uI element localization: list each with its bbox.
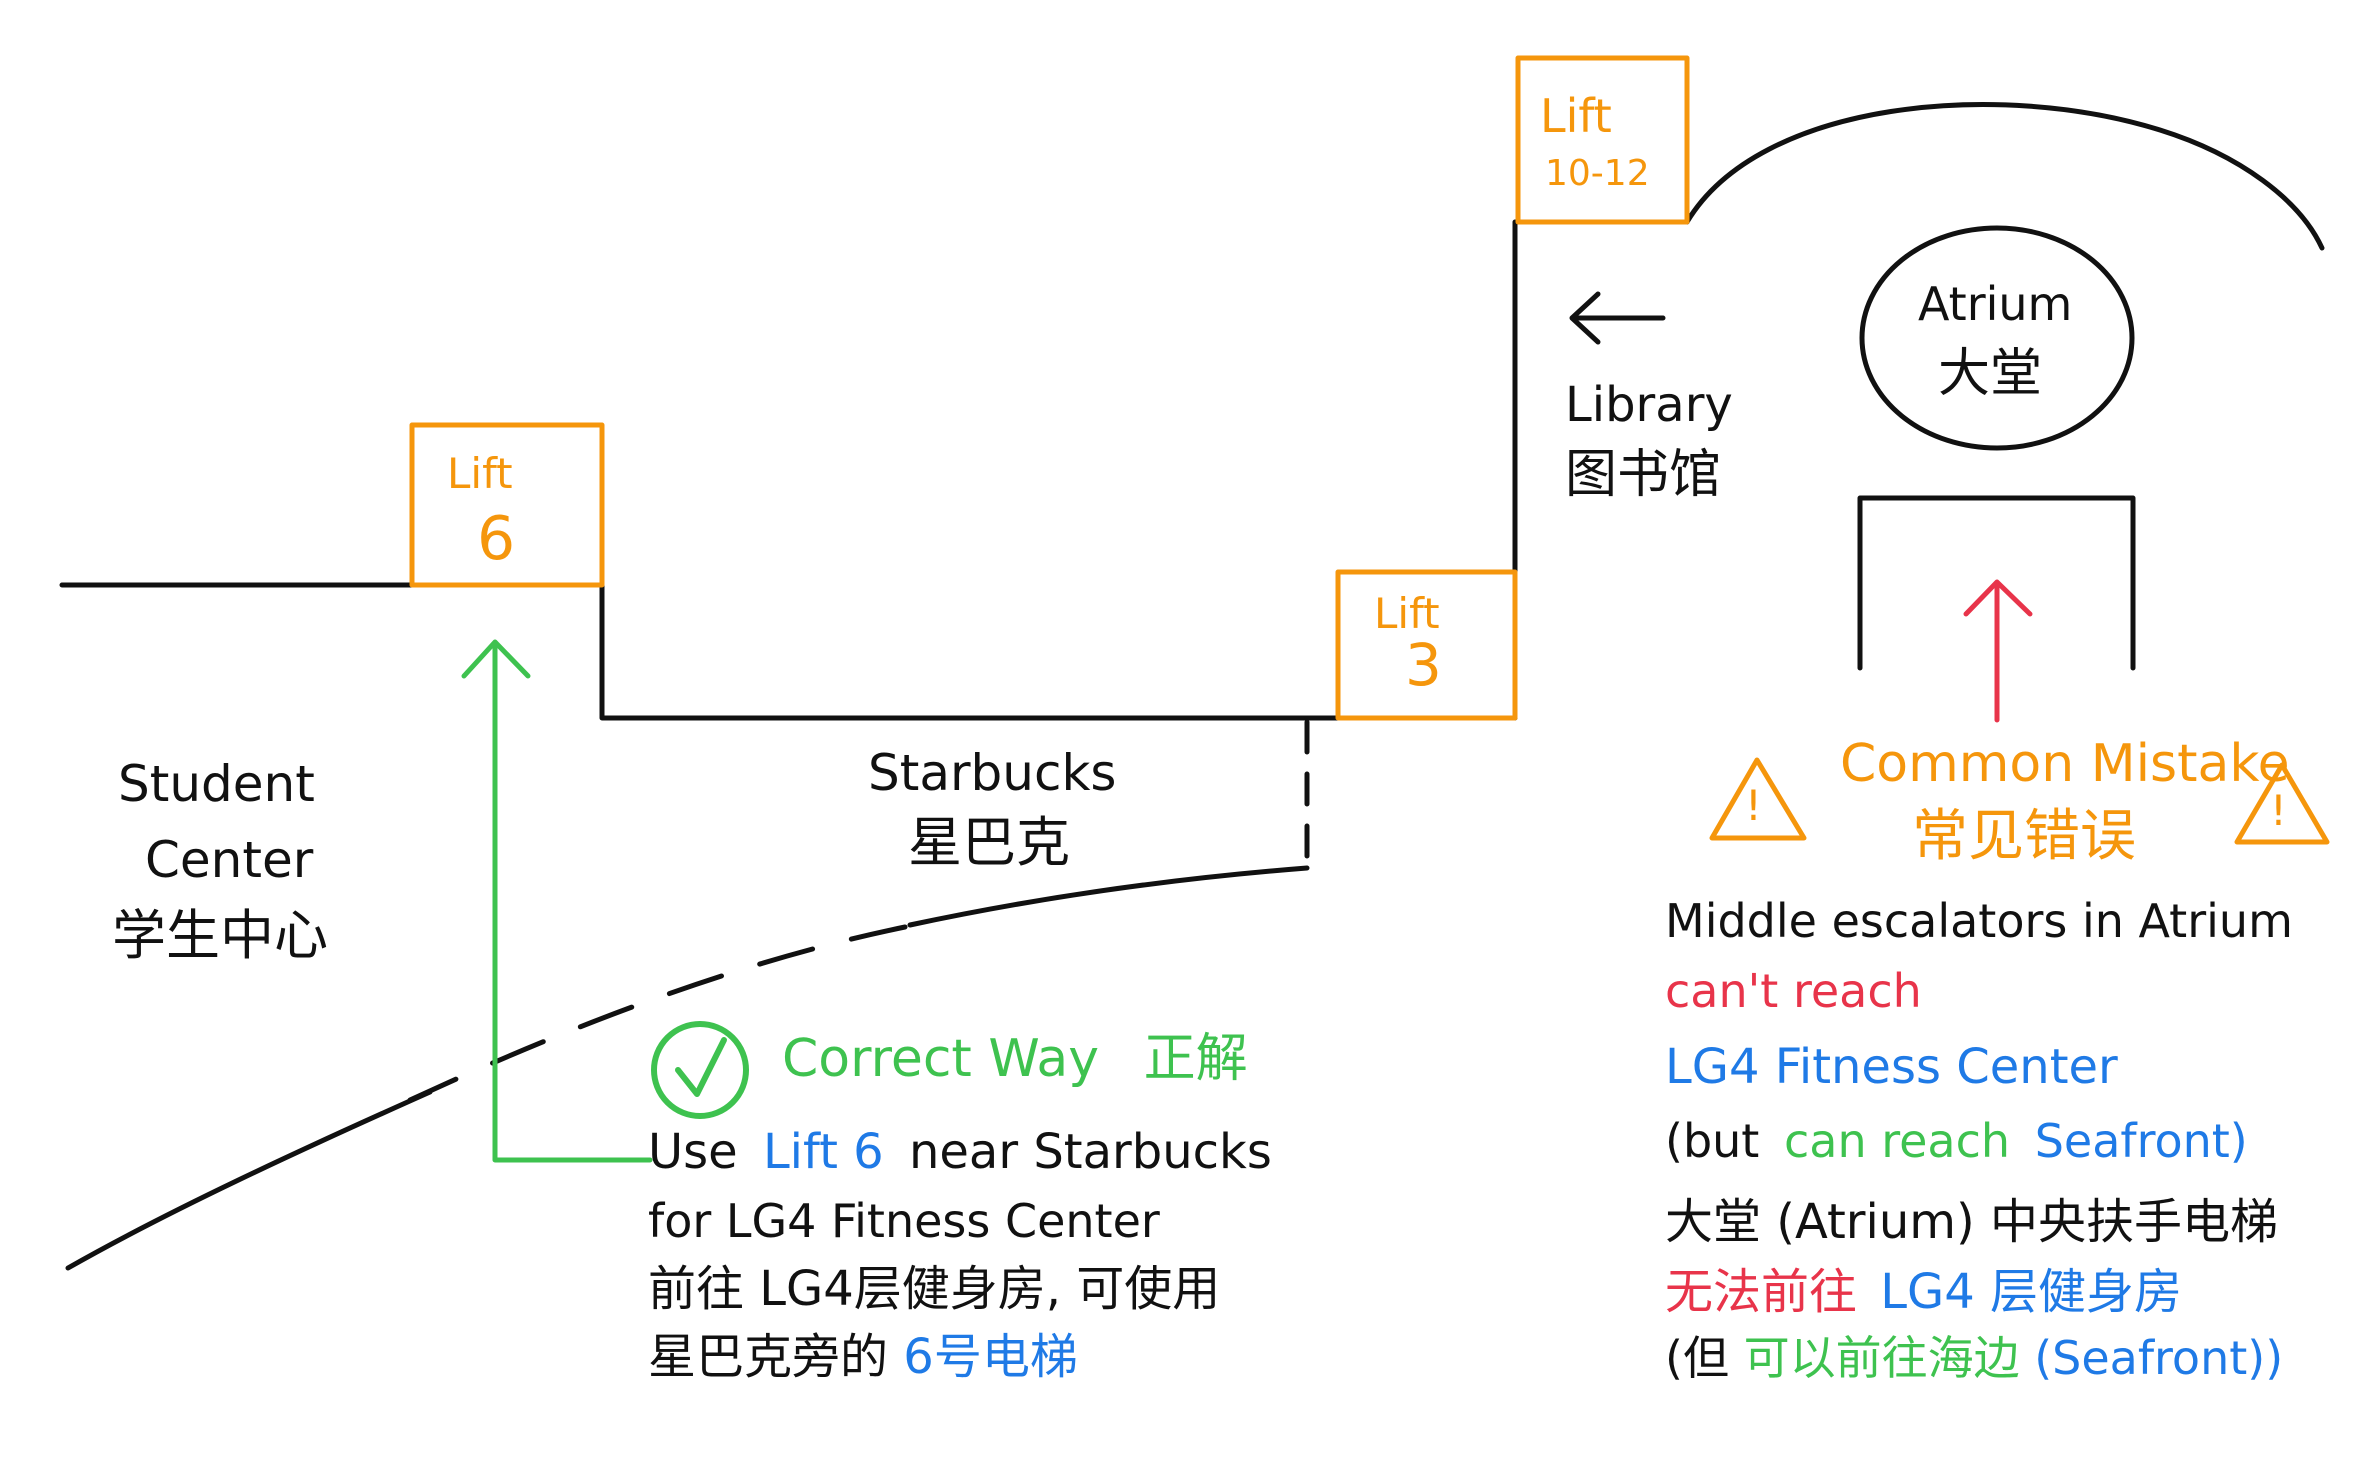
correct-line4-lift6: 6号电梯 [903, 1329, 1078, 1385]
correct-way-line1: Use Lift 6 near Starbucks [648, 1124, 1272, 1180]
mistake-route-arrow-icon [1963, 579, 2033, 723]
warning-right-glyph: ! [2270, 786, 2287, 835]
correct-way-line4: 星巴克旁的 6号电梯 [648, 1329, 1078, 1385]
correct-line1-lift6: Lift 6 [762, 1124, 884, 1180]
lift-3-label-line2: 3 [1405, 631, 1442, 699]
lift-3-box [1335, 569, 1518, 721]
starbucks-label-en: Starbucks [868, 744, 1117, 802]
mistake-line4-but: (but [1665, 1114, 1760, 1168]
mistake-line5: 大堂 (Atrium) 中央扶手电梯 [1665, 1194, 2279, 1250]
check-circle-icon [651, 1021, 749, 1119]
lift-10-12-label-line1: Lift [1540, 89, 1612, 143]
mistake-line4-can-reach: can reach [1783, 1114, 2011, 1168]
student-center-label-zh: 学生中心 [112, 904, 328, 967]
correct-line1-near: near Starbucks [908, 1124, 1272, 1180]
library-label-zh: 图书馆 [1565, 445, 1722, 505]
lift-6-label-line1: Lift [447, 449, 513, 498]
student-center-label-en1: Student [118, 755, 315, 813]
lift-6-box [409, 422, 605, 588]
correct-way-heading-en: Correct Way [782, 1029, 1100, 1089]
lift-10-12-box [1515, 55, 1690, 225]
atrium-label-zh: 大堂 [1938, 344, 2043, 404]
diagonal-boundary-upper [907, 865, 1310, 928]
atrium-circle [1859, 225, 2135, 451]
warning-left-glyph: ! [1745, 781, 1762, 830]
escalator-frame [1857, 495, 2136, 671]
correct-way-heading: Correct Way 正解 [782, 1029, 1248, 1090]
correct-way-line3: 前往 LG4层健身房, 可使用 [648, 1261, 1221, 1317]
warning-left-icon [1709, 757, 1807, 841]
student-center-label-en2: Center [145, 831, 314, 889]
mistake-line3: LG4 Fitness Center [1665, 1039, 2118, 1095]
floor-outline-left [59, 582, 1310, 721]
correct-way-line2: for LG4 Fitness Center [648, 1194, 1160, 1248]
mistake-line4: (but can reach Seafront) [1665, 1115, 2248, 1168]
mistake-line7-but: (但 [1665, 1331, 1729, 1385]
mistake-heading-en: Common Mistake [1840, 734, 2290, 794]
mistake-line2: can't reach [1665, 964, 1922, 1018]
lift-3-label-line1: Lift [1374, 589, 1440, 638]
warning-right-icon [2234, 762, 2330, 845]
correct-way-heading-zh: 正解 [1143, 1029, 1248, 1089]
mistake-heading-zh: 常见错误 [1912, 804, 2136, 869]
correct-route-arrow-icon [461, 639, 653, 1163]
atrium-dome-arc [1684, 102, 2325, 251]
correct-line1-use: Use [648, 1124, 738, 1180]
mistake-line6-lg4: LG4 层健身房 [1880, 1264, 2183, 1320]
lift-10-12-label-line2: 10-12 [1545, 153, 1650, 194]
correct-line4-prefix: 星巴克旁的 [648, 1329, 889, 1385]
diagonal-boundary-lower [65, 1089, 433, 1271]
library-arrow-icon [1569, 291, 1666, 345]
mistake-line7-seafront: (Seafront)) [2034, 1331, 2284, 1385]
check-mark-icon [675, 1037, 727, 1097]
mistake-line4-seafront: Seafront) [2034, 1114, 2248, 1168]
mistake-line1: Middle escalators in Atrium [1665, 894, 2293, 948]
mistake-line6: 无法前往 LG4 层健身房 [1665, 1264, 2183, 1320]
starbucks-label-zh: 星巴克 [908, 811, 1070, 874]
mistake-line7-can-go: 可以前往海边 [1743, 1331, 2020, 1385]
mistake-line7: (但 可以前往海边 (Seafront)) [1665, 1332, 2283, 1385]
lift-6-label-line2: 6 [477, 504, 516, 574]
atrium-label-en: Atrium [1918, 277, 2073, 331]
mistake-line6-cannot: 无法前往 [1665, 1264, 1858, 1320]
library-label-en: Library [1565, 377, 1733, 433]
